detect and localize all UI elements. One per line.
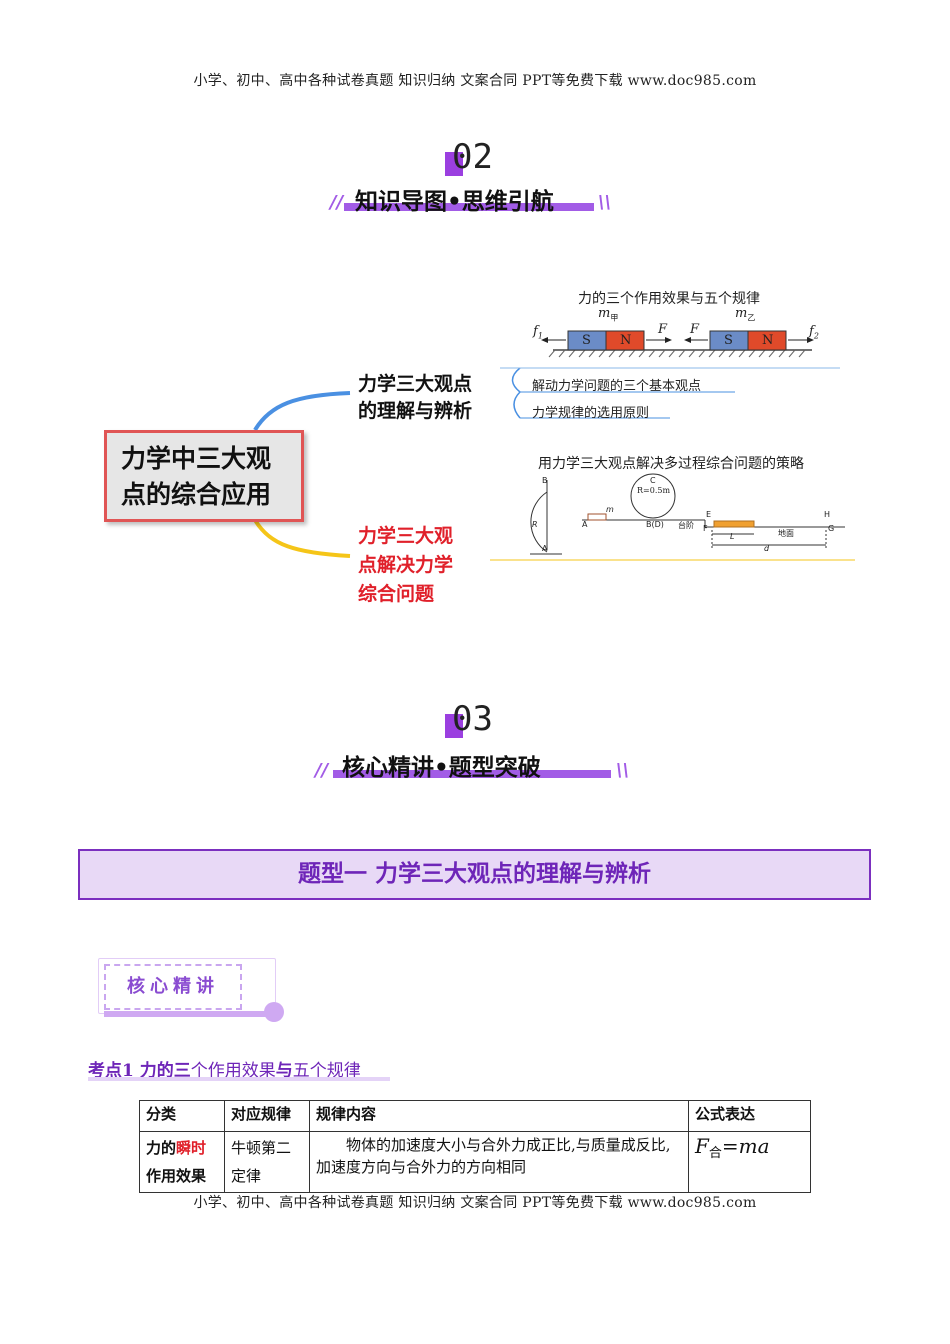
core-badge-underline (104, 1011, 274, 1017)
branch1-item-2: 力学规律的选用原则 (532, 406, 650, 421)
diagram-label-l: L (730, 532, 735, 541)
branch2-line-1: 力学三大观 (358, 525, 454, 547)
mass-label-2: m乙 (735, 306, 756, 323)
slash-decoration-right: \\ (598, 192, 612, 213)
magnet-label-n1: N (620, 333, 632, 348)
force-label-F1: F (658, 322, 668, 337)
diagram-label-c: C (650, 476, 656, 485)
table-cell-law: 牛顿第二定律 (224, 1131, 310, 1193)
diagram-label-h: H (824, 510, 831, 519)
page-header: 小学、初中、高中各种试卷真题 知识归纳 文案合同 PPT等免费下载 www.do… (193, 73, 757, 89)
mindmap-root: 力学中三大观 点的综合应用 (104, 430, 304, 522)
branch2-line-2: 点解决力学 (358, 554, 454, 576)
section-title: 知识导图•思维引航 (355, 189, 554, 215)
branch1-line-2: 的理解与辨析 (358, 400, 473, 422)
table-header-cell: 公式表达 (688, 1100, 811, 1132)
force-label-F2: F (690, 322, 700, 337)
question-type-banner: 题型一 力学三大观点的理解与辨析 (78, 849, 871, 900)
diagram-label-m: m (606, 505, 614, 514)
table-header-cell: 对应规律 (224, 1100, 310, 1132)
diagram-label-g: G (828, 524, 835, 533)
section-title: 核心精讲•题型突破 (342, 755, 541, 781)
kaodian-mid1: 个作用效果 (190, 1061, 276, 1081)
table-header-row: 分类 对应规律 规律内容 公式表达 (139, 1100, 811, 1132)
section-title-underline (333, 770, 611, 778)
slash-decoration-left: // (330, 192, 344, 213)
slash-decoration-right: \\ (616, 760, 630, 781)
mindmap-branch-2: 力学三大观 点解决力学 综合问题 (358, 522, 453, 609)
mindmap-branch-1: 力学三大观点 的理解与辨析 (358, 371, 472, 425)
diagram-label-taijie: 台阶 (678, 521, 694, 530)
root-line-2: 点的综合应用 (121, 480, 272, 509)
page-footer: 小学、初中、高中各种试卷真题 知识归纳 文案合同 PPT等免费下载 www.do… (193, 1195, 757, 1211)
kaodian-underline (88, 1077, 390, 1081)
table-header-cell: 分类 (139, 1100, 225, 1132)
root-line-1: 力学中三大观 (121, 444, 272, 473)
magnet-diagram (541, 330, 814, 358)
table-cell-category: 力的瞬时 作用效果 (139, 1131, 225, 1193)
core-badge: 核心精讲 (104, 964, 242, 1010)
diagram-label-a: A (542, 544, 548, 553)
law-table: 分类 对应规律 规律内容 公式表达 力的瞬时 作用效果 牛顿第二定律 物体的加速… (139, 1100, 811, 1193)
core-badge-dot (264, 1002, 284, 1022)
diagram-label-b: B (542, 476, 548, 485)
branch1-item-1: 解动力学问题的三个基本观点 (532, 379, 702, 394)
mass-label-1: m甲 (598, 306, 619, 323)
section-title-underline (344, 203, 594, 211)
branch1-bracket (511, 367, 522, 419)
mechanics-diagram (530, 473, 845, 555)
diagram-label-aprime: A (582, 520, 588, 529)
diagram-label-f: F (703, 524, 708, 533)
diagram-label-r-circle: R=0.5m (637, 486, 671, 495)
section-number: 03 (452, 699, 493, 739)
kaodian-prefix: 考点1 力的三 (88, 1061, 191, 1081)
branch1-connector (253, 391, 351, 432)
diagram-label-d: d (764, 544, 770, 553)
section-number: 02 (452, 137, 493, 177)
kaodian-heading: 考点1 力的三个作用效果与五个规律 (88, 1056, 361, 1081)
mindmap-connectors (253, 330, 855, 561)
table-row: 力的瞬时 作用效果 牛顿第二定律 物体的加速度大小与合外力成正比,与质量成反比,… (139, 1131, 811, 1193)
table-header-cell: 规律内容 (309, 1100, 689, 1132)
diagram-label-e: E (706, 510, 712, 519)
branch1-diagram-title: 力的三个作用效果与五个规律 (578, 291, 760, 307)
section-number-accent (445, 152, 463, 176)
magnet-label-n2: N (762, 333, 774, 348)
force-label-f2: f2 (809, 324, 819, 341)
force-label-f1: f1 (533, 324, 543, 341)
slash-decoration-left: // (315, 760, 329, 781)
branch2-diagram-title: 用力学三大观点解决多过程综合问题的策略 (538, 456, 804, 472)
table-cell-content: 物体的加速度大小与合外力成正比,与质量成反比,加速度方向与合外力的方向相同 (309, 1131, 689, 1193)
branch1-line-1: 力学三大观点 (358, 373, 473, 395)
kaodian-mid3: 五个规律 (292, 1061, 361, 1081)
branch2-line-3: 综合问题 (358, 583, 435, 605)
kaodian-mid2: 与 (275, 1061, 293, 1081)
table-cell-formula: F合=ma (688, 1131, 811, 1193)
diagram-label-dimian: 地面 (778, 529, 794, 538)
diagram-label-bd: B(D) (646, 520, 664, 529)
diagram-label-r: R (532, 520, 538, 529)
magnet-label-s2: S (724, 333, 733, 348)
magnet-label-s1: S (582, 333, 591, 348)
branch2-connector (253, 518, 351, 558)
section-number-accent (445, 714, 463, 738)
